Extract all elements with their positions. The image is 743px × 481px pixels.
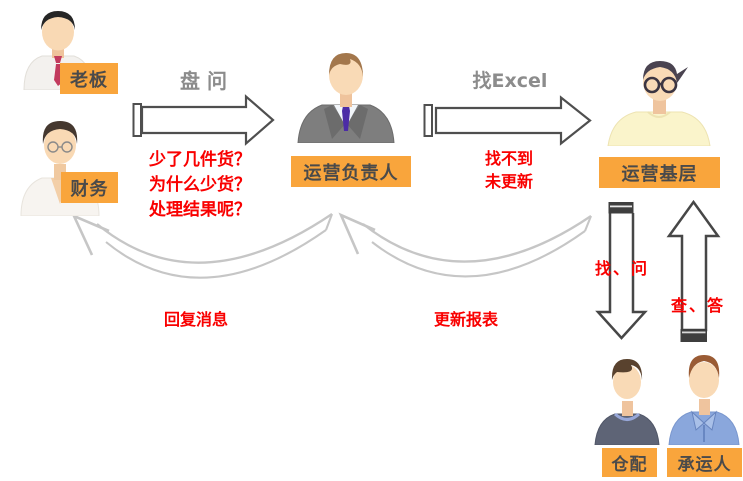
warehouse-collar bbox=[613, 412, 641, 421]
find-ask-label: 找、问 bbox=[594, 259, 650, 278]
excel-result-line-1: 找不到 bbox=[484, 149, 534, 168]
excel-result-text: 找不到 未更新 bbox=[485, 147, 533, 193]
staff-glasses bbox=[643, 76, 678, 94]
manager-tie bbox=[342, 106, 350, 131]
manager-face bbox=[329, 55, 363, 95]
warehouse-hair bbox=[611, 359, 643, 380]
ops-manager-avatar bbox=[297, 53, 395, 143]
warehouse-avatar bbox=[594, 359, 660, 445]
manager-neck bbox=[340, 91, 352, 107]
boss-tag: 老板 bbox=[60, 63, 118, 94]
warehouse-tag: 仓配 bbox=[602, 448, 657, 477]
excel-result-line-2: 未更新 bbox=[484, 172, 534, 191]
update-report-label: 更新报表 bbox=[433, 310, 499, 329]
interrogate-arrow bbox=[132, 94, 275, 146]
ops-manager-tag: 运营负责人 bbox=[291, 156, 411, 187]
manager-lapel-left bbox=[324, 105, 346, 139]
boss-questions-text: 少了几件货？ 为什么少货？ 处理结果呢？ bbox=[149, 148, 251, 223]
boss-question-line-1: 少了几件货？ bbox=[149, 150, 251, 170]
staff-neck bbox=[653, 98, 666, 114]
boss-question-line-3: 处理结果呢？ bbox=[149, 200, 251, 220]
carrier-avatar bbox=[668, 355, 740, 445]
find-ask-down-arrow bbox=[595, 202, 648, 340]
staff-collar bbox=[647, 111, 671, 118]
warehouse-face bbox=[613, 365, 641, 399]
interrogate-label: 盘问 bbox=[180, 69, 234, 93]
boss-question-line-2: 为什么少货？ bbox=[149, 175, 251, 195]
staff-shirt bbox=[607, 111, 711, 146]
carrier-neck bbox=[699, 399, 710, 415]
find-excel-arrow bbox=[423, 95, 592, 146]
reply-message-label: 回复消息 bbox=[163, 310, 229, 329]
boss-face bbox=[42, 13, 74, 51]
carrier-tag: 承运人 bbox=[667, 448, 742, 477]
update-curve-arrow bbox=[338, 212, 592, 278]
finance-hair bbox=[42, 121, 78, 144]
manager-lapel-right bbox=[346, 105, 368, 139]
reply-curve-arrow bbox=[71, 213, 333, 279]
ops-staff-tag: 运营基层 bbox=[599, 157, 720, 188]
boss-hair bbox=[41, 11, 75, 30]
finance-tag: 财务 bbox=[61, 172, 118, 203]
find-excel-label: 找Excel bbox=[472, 70, 548, 92]
manager-hair bbox=[329, 53, 363, 77]
warehouse-neck bbox=[622, 401, 633, 416]
check-answer-up-arrow bbox=[666, 199, 721, 342]
finance-face bbox=[44, 126, 76, 164]
carrier-face bbox=[689, 362, 719, 398]
finance-glasses bbox=[47, 141, 73, 153]
check-answer-label: 查、答 bbox=[670, 296, 726, 315]
carrier-hair bbox=[688, 355, 720, 378]
carrier-collar bbox=[691, 410, 717, 431]
staff-hair bbox=[643, 61, 688, 83]
ops-staff-avatar bbox=[607, 61, 711, 146]
